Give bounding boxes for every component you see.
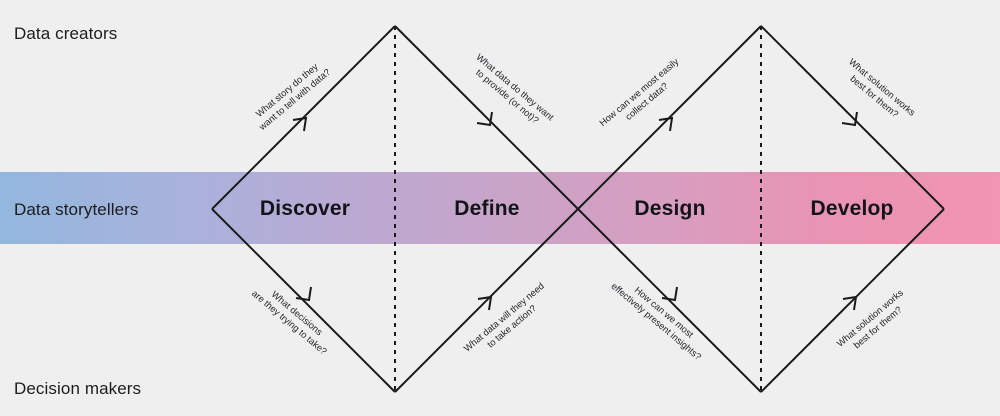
arrowhead-discover-bottom (295, 286, 312, 302)
arrowhead-develop-top (841, 111, 858, 127)
storyteller-gradient-band (0, 172, 1000, 244)
edge-define-up (394, 208, 579, 393)
row-label-data-creators: Data creators (14, 24, 118, 43)
phase-label-design: Design (634, 197, 706, 220)
edge-develop-up (760, 208, 945, 393)
edge-design-down (577, 208, 762, 393)
phase-label-discover: Discover (259, 197, 351, 220)
arrowhead-design-bottom (661, 286, 678, 302)
arrowhead-define-bottom (477, 295, 493, 311)
edge-arrowheads (292, 111, 858, 311)
arrowhead-define-top (476, 111, 493, 127)
edge-define-down (394, 25, 579, 210)
edge-develop-down (760, 25, 945, 210)
arrowhead-design-top (658, 116, 674, 132)
row-label-data-storytellers: Data storytellers (14, 200, 139, 219)
phase-label-develop: Develop (810, 197, 894, 220)
row-label-decision-makers: Decision makers (14, 379, 142, 398)
edge-discover-down (211, 208, 396, 393)
phase-label-define: Define (454, 197, 520, 220)
arrowhead-discover-top (292, 116, 308, 132)
arrowhead-develop-bottom (842, 295, 858, 311)
diamond-one (211, 25, 579, 393)
diamond-two (577, 25, 945, 393)
